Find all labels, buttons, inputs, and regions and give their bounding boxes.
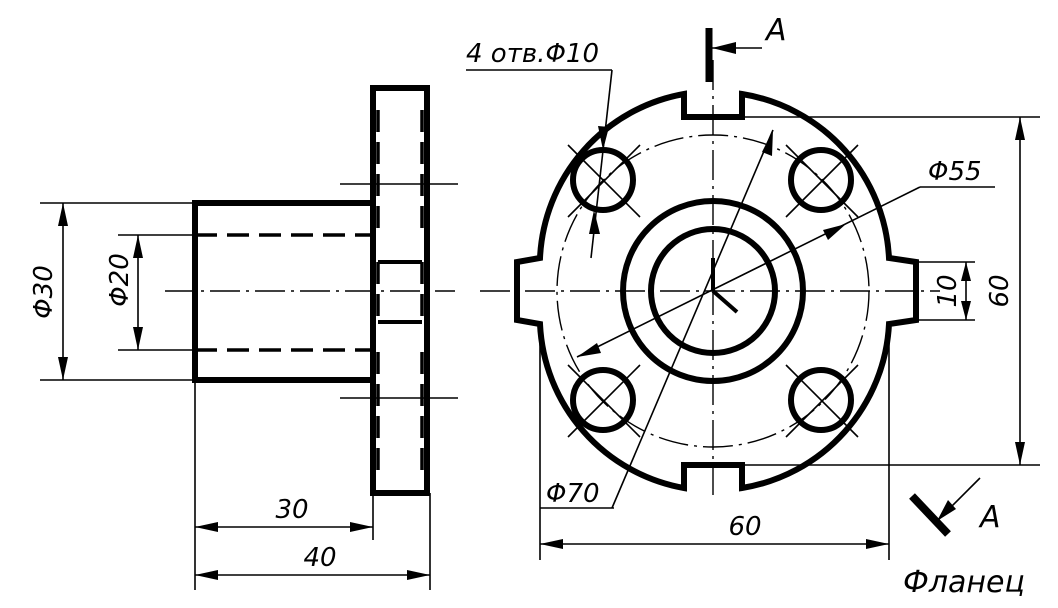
front-center-mark-d [711,289,739,314]
dim-10-label: 10 [933,274,963,307]
drawing-title: Фланец [903,565,1025,600]
dim-phi20-arrow-top [133,235,143,258]
dim-w60-label: 60 [728,512,761,542]
front-hole-top-left [567,144,641,218]
dim-phi20-arrow-bot [133,327,143,350]
dim-40-arrow-right [407,570,430,580]
dim-30-label: 30 [275,495,308,525]
dim-h60-arrow-bot [1015,442,1025,465]
dim-30-arrow-left [195,522,218,532]
section-arrow-top-head [712,42,736,54]
view-mark-bottom [909,493,951,537]
dim-phi70-leader [611,129,774,509]
front-hole-top-right [785,144,859,218]
view-arrow-bottom-head [937,500,956,521]
side-view: Φ30 Φ20 30 40 [29,85,458,590]
dim-phi70-arrow [762,130,773,156]
dim-phi55-leader [576,186,921,358]
dim-40-arrow-left [195,570,218,580]
holes-note-arrow-2 [589,210,600,234]
dim-10-arrow-bot [961,301,971,320]
front-hole-bottom-right [785,364,859,438]
dim-phi30-arrow-top [58,203,68,226]
dim-10-arrow-top [961,262,971,281]
dim-phi30-arrow-bot [58,357,68,380]
dim-phi30-label: Φ30 [29,265,59,319]
dim-w60-arrow-right [866,539,889,549]
holes-note-label: 4 отв.Φ10 [466,39,599,69]
dim-w60-arrow-left [540,539,563,549]
front-view: A 4 отв.Φ10 Φ55 Φ70 10 60 [466,13,1040,600]
dim-phi70-label: Φ70 [546,479,600,509]
dim-30-arrow-right [350,522,373,532]
dim-phi55-arrow-2 [577,343,601,357]
dim-40-label: 40 [303,543,336,573]
front-flange-outline [514,90,919,492]
section-label-top: A [764,13,787,48]
dim-phi55-label: Φ55 [928,157,982,187]
dim-phi20-label: Φ20 [105,253,135,307]
dim-h60-arrow-top [1015,117,1025,140]
dim-h60-label: 60 [985,274,1015,307]
dim-phi55-arrow-1 [823,224,846,240]
front-hole-bottom-left [567,364,641,438]
section-label-bottom: A [978,500,1001,535]
holes-note-arrow-1 [598,126,609,150]
